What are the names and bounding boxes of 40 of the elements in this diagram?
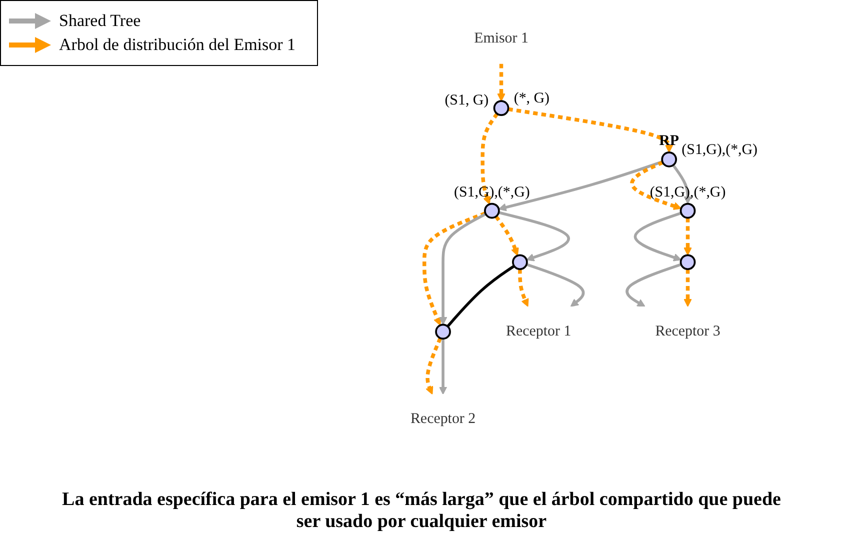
node-circle: [661, 152, 678, 168]
legend-text: Shared Tree: [59, 11, 141, 31]
arrow: [438, 338, 448, 395]
arrow: [626, 263, 682, 307]
arrow: [518, 269, 529, 307]
arrow: [497, 64, 506, 102]
arrow: [480, 112, 499, 205]
arrow: [498, 211, 570, 262]
node-circle: [680, 202, 696, 219]
node-text: Emisor 1: [474, 30, 528, 46]
state-label: (S1,G),(*,G): [650, 184, 726, 200]
arrow: [684, 269, 692, 307]
node-circle: [484, 202, 500, 219]
state-label: RP: [659, 132, 680, 149]
network-diagram: Emisor 1 Receptor 1 Receptor 2 Receptor 3 (S1, G) (*, G) (S1,G),(*,G) RP (S1,G),(*,G) (S1,G),(*,G): [310, 4, 830, 454]
arrow: [684, 218, 692, 256]
state-label: (S1, G): [444, 92, 489, 108]
node-circle: [680, 254, 696, 270]
state-label: (S1,G),(*,G): [682, 142, 758, 158]
arrow: [526, 263, 585, 307]
legend-text: Arbol de distribución del Emisor 1: [59, 35, 296, 55]
node-circle: [493, 100, 510, 116]
caption: La entrada específica para el emisor 1 es “más larga” que el árbol compartido que puede ser usado por cualquier emisor: [61, 489, 782, 533]
connector: [446, 264, 515, 328]
arrow: [426, 337, 442, 395]
state-label: (*, G): [514, 90, 550, 106]
node-circle: [512, 254, 528, 270]
arrow: [508, 107, 674, 153]
arrow: [634, 212, 682, 262]
arrow: [630, 160, 682, 210]
arrow: [498, 160, 663, 212]
state-label: (S1,G),(*,G): [454, 184, 530, 200]
arrow: [494, 215, 519, 256]
node-circle: [435, 324, 451, 340]
arrow: [422, 212, 486, 326]
arrow: [672, 164, 692, 204]
node-text: Receptor 3: [655, 323, 720, 340]
node-text: Receptor 2: [410, 411, 476, 427]
arrow: [438, 212, 486, 326]
node-text: Receptor 1: [506, 323, 572, 340]
